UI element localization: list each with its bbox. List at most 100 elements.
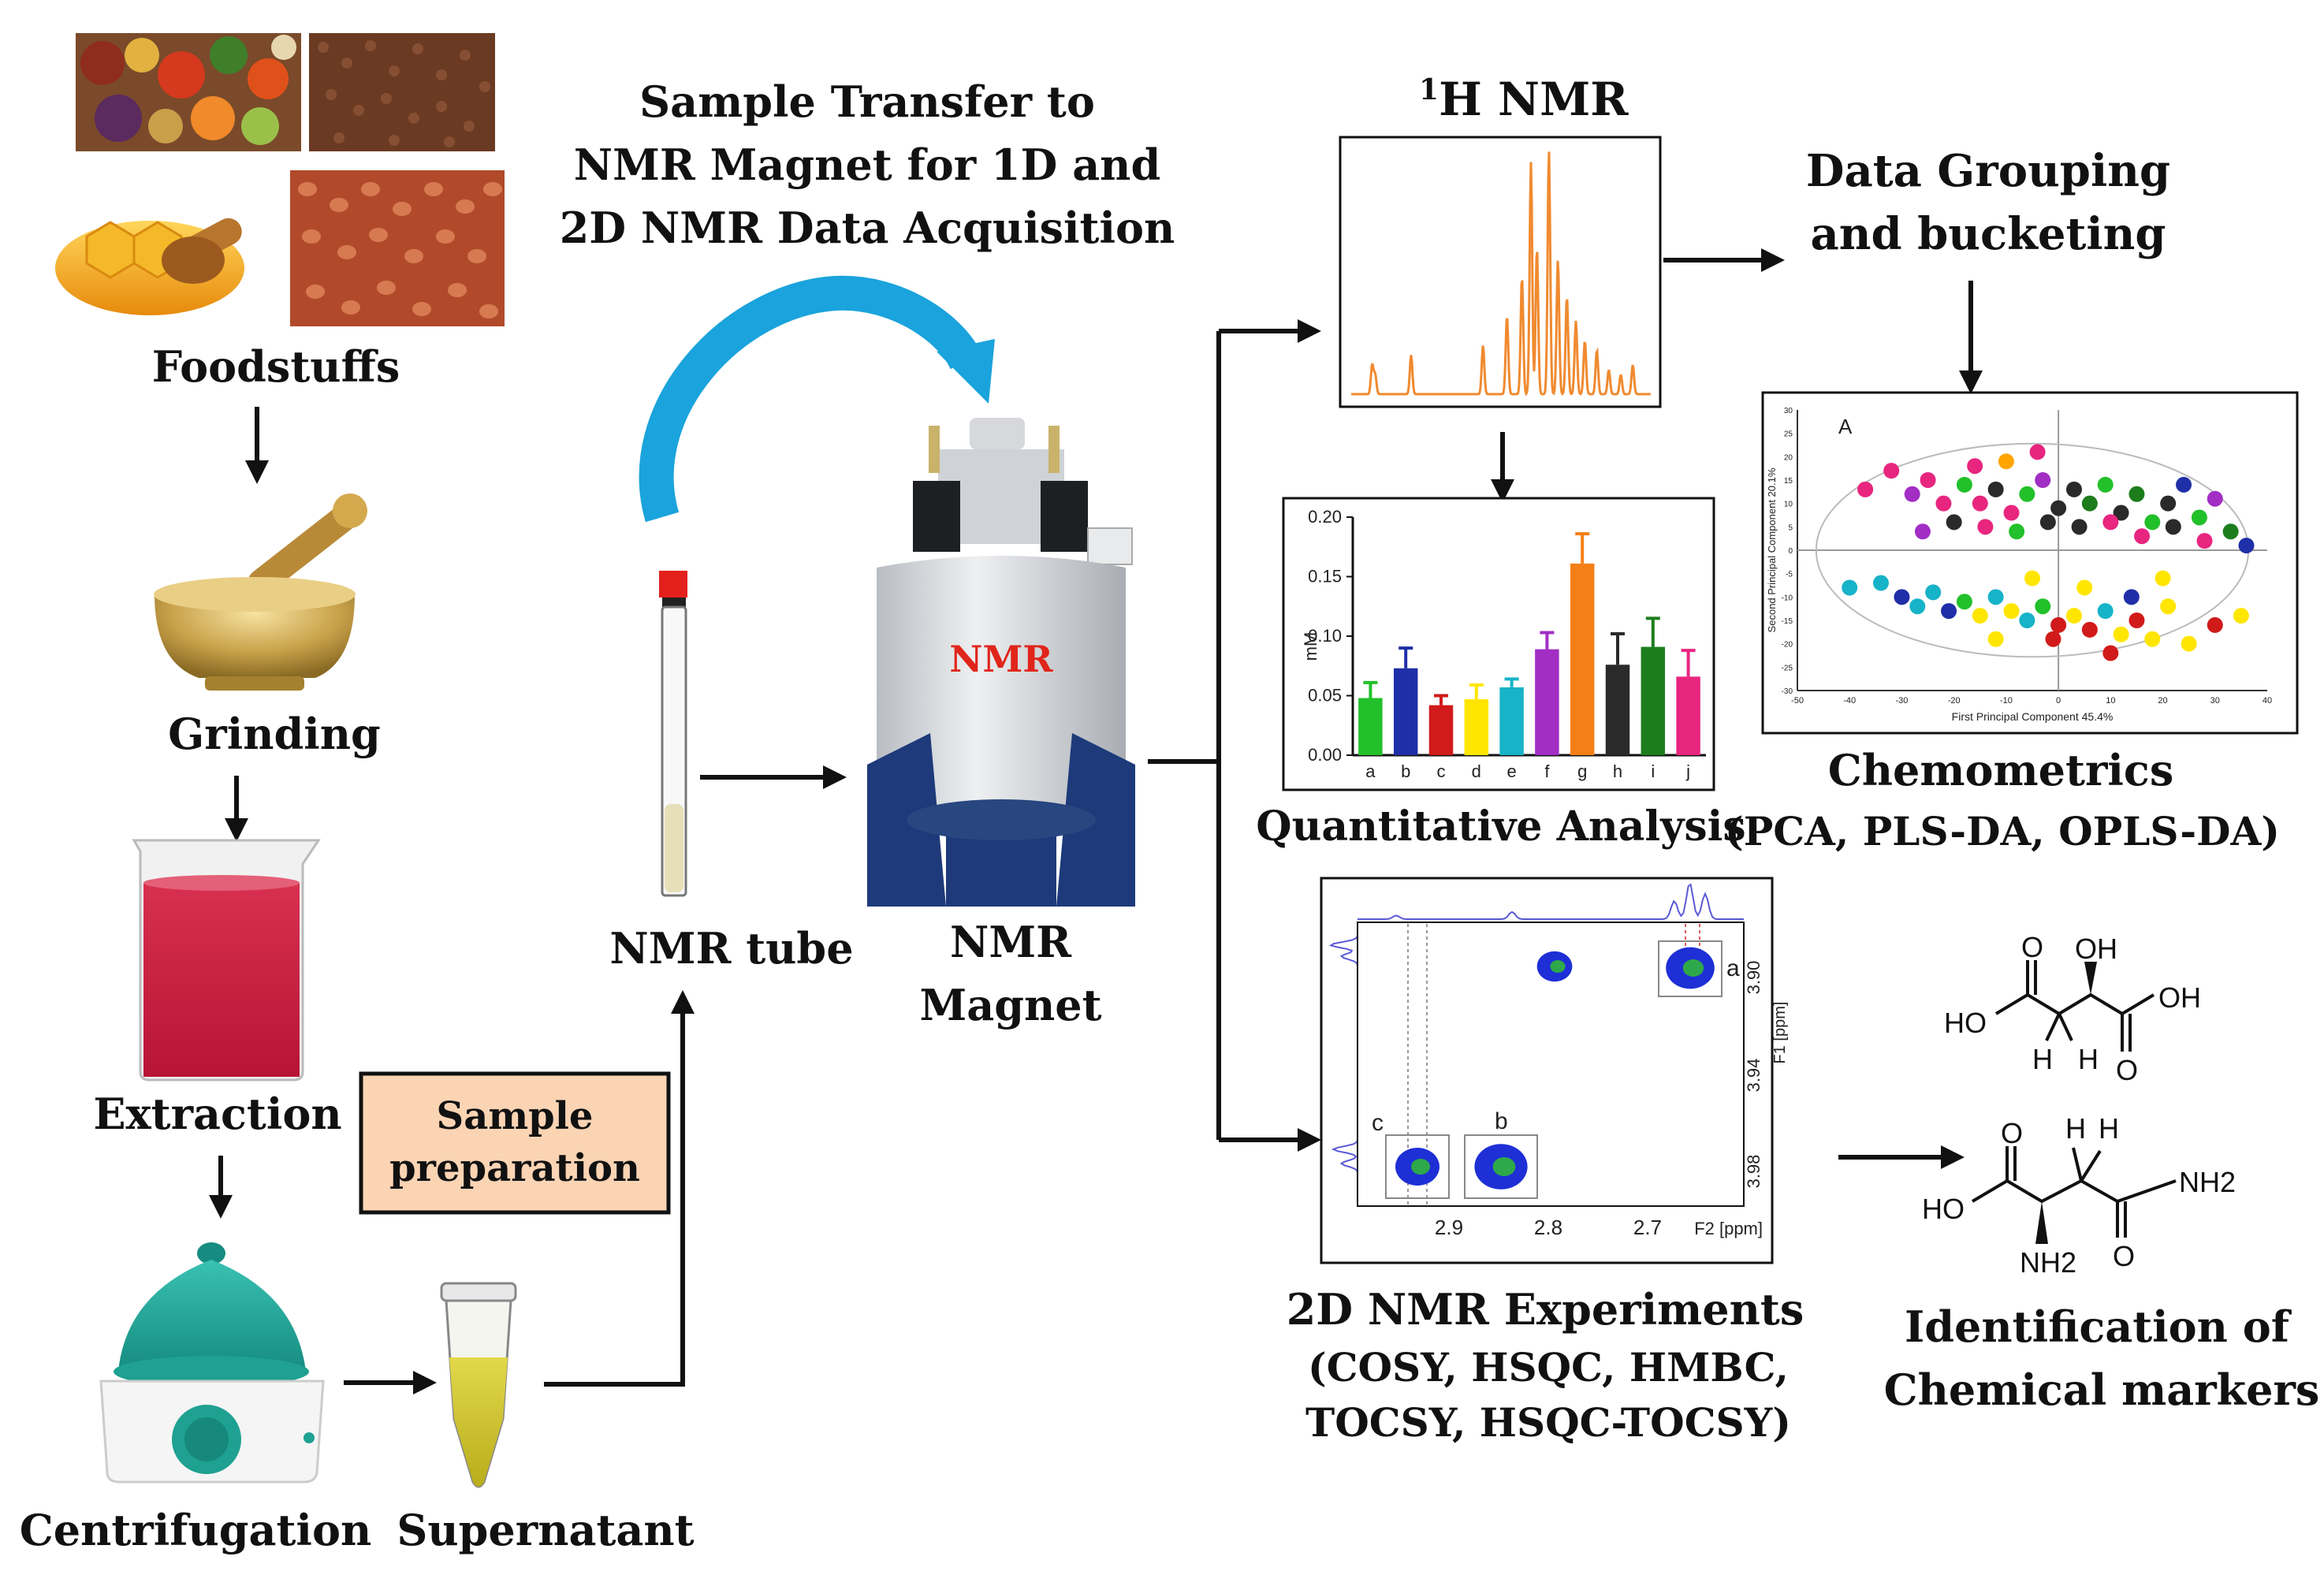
pca-point <box>2176 476 2192 493</box>
pca-point <box>1909 598 1926 615</box>
pca-point <box>2155 570 2171 586</box>
twod-line2: (COSY, HSQC, HMBC, <box>1308 1344 1789 1391</box>
pca-point <box>2134 528 2151 545</box>
pca-point <box>2113 505 2129 521</box>
pca-point <box>1914 523 1931 540</box>
bar-e <box>1499 687 1524 755</box>
bar-xtick-label: j <box>1685 761 1690 781</box>
pca-point <box>2196 533 2213 549</box>
hsqc-crosspeak-core <box>1550 960 1566 973</box>
pca-point <box>2035 598 2051 615</box>
pca-xtick-label: -50 <box>1791 696 1804 706</box>
pca-point <box>1977 519 1994 535</box>
pca-xtick-label: -30 <box>1895 696 1908 706</box>
pca-point <box>2191 509 2207 526</box>
pca-point <box>2128 486 2145 502</box>
vegetables-photo <box>76 33 301 151</box>
pca-point <box>2076 579 2093 596</box>
sample-preparation-box: Sample preparation <box>359 1071 671 1215</box>
mol2-h1: H <box>2065 1112 2086 1145</box>
pca-point <box>2128 612 2145 628</box>
pca-point <box>2207 616 2223 633</box>
bar-xtick-label: e <box>1507 761 1516 781</box>
pca-point <box>2009 523 2025 540</box>
transfer-line1: Sample Transfer to <box>639 76 1095 127</box>
pca-point <box>1946 514 1962 531</box>
pca-point <box>2233 608 2249 624</box>
pca-xtick-label: -20 <box>1948 696 1961 706</box>
pca-point <box>2165 519 2181 535</box>
grouping-line1: Data Grouping <box>1806 145 2170 197</box>
hsqc-ytick-label: 3.90 <box>1744 961 1763 995</box>
hsqc-yaxis-label: F1 [ppm] <box>1771 1002 1789 1064</box>
pca-point <box>2160 598 2177 615</box>
hsqc-xtick-label: 2.9 <box>1435 1216 1463 1239</box>
chemo-line2: (PCA, PLS-DA, OPLS-DA) <box>1725 808 2280 855</box>
mol1-oh-right: OH <box>2158 981 2201 1014</box>
pca-point <box>2024 570 2040 586</box>
pca-ytick-label: 15 <box>1784 477 1793 486</box>
mol2-h2: H <box>2099 1112 2119 1145</box>
hsqc-box-a <box>1658 940 1723 997</box>
pca-point <box>2113 626 2129 642</box>
honey-photo <box>55 175 254 326</box>
pca-point <box>1972 608 1988 624</box>
magnet-badge: NMR <box>949 638 1053 680</box>
pca-ytick-label: 10 <box>1784 501 1793 509</box>
mol1-o2: O <box>2116 1054 2138 1086</box>
mol2-o2: O <box>2113 1240 2135 1272</box>
bar-xtick-label: f <box>1544 761 1550 781</box>
pca-point <box>2003 505 2020 521</box>
pca-point <box>2238 538 2255 554</box>
pca-point <box>1857 481 1874 497</box>
hsqc-crosspeak-core <box>1682 959 1704 977</box>
pca-point <box>1998 453 2014 470</box>
chemo-line1: Chemometrics <box>1828 745 2173 795</box>
centrifugation-label: Centrifugation <box>20 1505 371 1555</box>
pca-ytick-label: -10 <box>1782 594 1793 602</box>
pca-xtick-label: -10 <box>2000 696 2013 706</box>
hsqc-box-b <box>1464 1134 1538 1199</box>
curved-transfer-arrow <box>639 275 995 523</box>
pca-xlabel: First Principal Component 45.4% <box>1952 710 2114 723</box>
beaker-icon <box>132 839 321 1082</box>
foodstuffs-images <box>55 33 505 326</box>
pca-point <box>1920 472 1936 488</box>
pca-point <box>2003 603 2020 620</box>
quant-label: Quantitative Analysis <box>1256 802 1745 851</box>
pca-point <box>2071 519 2088 535</box>
nuts-photo <box>290 170 505 326</box>
pca-ytick-label: 20 <box>1784 453 1793 462</box>
pca-point <box>2123 589 2140 605</box>
pca-panel-label: A <box>1838 415 1853 438</box>
pca-point <box>2102 645 2119 661</box>
sample-prep-line1: Sample <box>437 1094 594 1138</box>
ident-line2: Chemical markers <box>1884 1365 2320 1415</box>
pca-xtick-label: 20 <box>2158 696 2167 706</box>
pca-ytick-label: 5 <box>1788 523 1793 532</box>
nmr-tube-label: NMR tube <box>609 923 853 974</box>
pca-ytick-label: -15 <box>1782 617 1793 626</box>
hsqc-top-projection <box>1358 883 1744 920</box>
bar-xtick-label: c <box>1437 761 1446 781</box>
bar-d <box>1464 699 1489 755</box>
pca-point <box>2019 612 2035 628</box>
pca-point <box>1941 603 1957 620</box>
mol1-ho: HO <box>1944 1007 1987 1039</box>
pca-point <box>1925 584 1942 601</box>
bar-ytick-label: 0.20 <box>1308 507 1342 527</box>
pca-xtick-label: 30 <box>2210 696 2220 706</box>
twod-line3: TOCSY, HSQC-TOCSY) <box>1305 1399 1791 1446</box>
hsqc-crosspeak-core <box>1411 1159 1430 1175</box>
pca-ytick-label: -25 <box>1782 664 1793 672</box>
seeds-photo <box>309 33 495 151</box>
bar-xtick-label: g <box>1577 761 1587 781</box>
pca-point <box>1987 631 2004 647</box>
hsqc-peak-a: a <box>1726 955 1740 981</box>
branch-connector <box>1148 319 1321 1152</box>
bar-g <box>1570 563 1595 755</box>
nmr-magnet-icon: NMR <box>867 418 1135 907</box>
